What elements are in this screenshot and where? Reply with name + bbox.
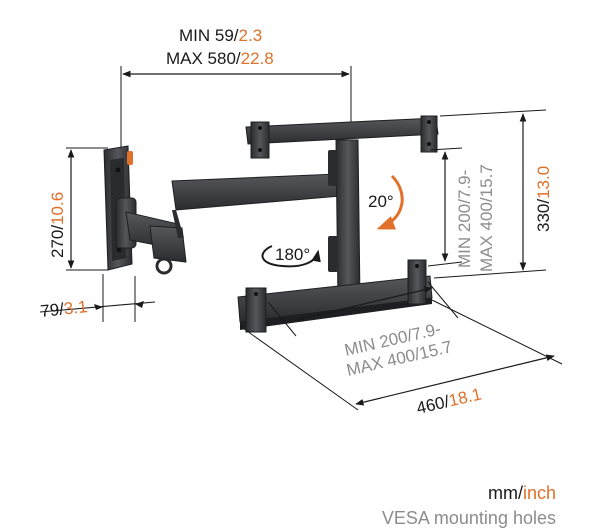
vesa-column-clip [328, 150, 338, 186]
vesa-horizontal-line [295, 286, 433, 322]
plate-height-dimension: 270/10.6 [48, 147, 108, 271]
plate-height-in: 10.6 [48, 192, 67, 225]
plate-depth-label: 79/3.1 [39, 297, 88, 321]
legend: mm/inch VESA mounting holes [382, 483, 556, 528]
vesa-vertical-ext-top [429, 147, 463, 151]
swing-arm [125, 173, 341, 275]
frame-height-mm: 330/ [534, 199, 553, 232]
vesa-hole [427, 142, 431, 146]
frame-width-ext-right [431, 299, 563, 365]
tilt-annotation: 20° [368, 174, 404, 230]
vesa-bottom-bracket-left [245, 287, 267, 333]
wall-plate-hole [116, 247, 122, 253]
vesa-vertical-line1: MIN 200/7.9- [455, 170, 474, 268]
plate-depth-in: 3.1 [63, 297, 88, 318]
vesa-horizontal-ext-right [427, 281, 459, 319]
vesa-vertical-line2-in: 15.7 [477, 164, 496, 197]
plate-depth-arrow-right [135, 301, 144, 308]
reach-min-label: MIN 59/2.3 [179, 26, 262, 45]
vesa-vertical-line2-mm: MAX 400/ [477, 197, 496, 272]
vesa-hole [258, 148, 262, 152]
vesa-frame [237, 115, 439, 333]
vesa-horizontal-ext-left [267, 301, 297, 337]
tilt-label: 20° [368, 192, 394, 211]
legend-unit-inch: inch [523, 483, 556, 503]
plate-depth-arrow-left [94, 304, 103, 310]
frame-width-ext-left [239, 325, 359, 411]
vesa-column-clip [328, 236, 338, 272]
frame-height-ext-bottom [433, 269, 547, 279]
arm-elbow [149, 225, 187, 263]
plate-height-mm: 270/ [48, 225, 67, 258]
wall-plate-hole [115, 167, 121, 173]
frame-width-mm: 460/ [415, 392, 452, 418]
vesa-center-column [335, 139, 361, 303]
frame-width-in: 18.1 [447, 384, 484, 410]
vesa-top-bracket-left [250, 121, 270, 159]
frame-height-in: 13.0 [534, 166, 553, 199]
swivel-label: 180° [275, 245, 310, 264]
vesa-hole [415, 264, 419, 268]
vesa-hole [427, 120, 431, 124]
swivel-annotation: 180° [261, 245, 321, 268]
legend-caption: VESA mounting holes [382, 508, 556, 528]
vesa-vertical-line1-in: 7.9- [455, 170, 474, 199]
reach-dimension: MIN 59/2.3 MAX 580/22.8 [120, 26, 352, 152]
reach-max-label: MAX 580/22.8 [166, 49, 274, 68]
frame-height-dimension: 330/13.0 [433, 109, 553, 279]
vesa-top-bar [245, 117, 439, 145]
frame-width-label: 460/18.1 [415, 384, 484, 417]
vesa-hole [254, 292, 258, 296]
vesa-vertical-line2: MAX 400/15.7 [477, 164, 496, 272]
arm-upper-side [172, 210, 184, 238]
frame-height-label: 330/13.0 [534, 166, 553, 232]
arm-upper [171, 173, 341, 211]
arm-elbow-knob [155, 257, 173, 275]
vesa-vertical-line1-mm: MIN 200/ [455, 199, 474, 268]
swivel-arrow-icon [261, 245, 321, 268]
reach-max-in: 22.8 [241, 49, 274, 68]
vesa-vertical-ext-bottom [427, 261, 463, 267]
plate-depth-dimension: 79/3.1 [39, 274, 156, 322]
reach-min-in: 2.3 [239, 26, 263, 45]
frame-height-ext-top [439, 109, 547, 117]
reach-min-mm: MIN 59/ [179, 26, 239, 45]
wall-plate [103, 145, 137, 271]
vesa-hole [258, 126, 262, 130]
legend-unit-mm: mm/ [488, 483, 523, 503]
plate-depth-mm: 79/ [39, 300, 65, 321]
plate-height-label: 270/10.6 [48, 192, 67, 258]
legend-units: mm/inch [488, 483, 556, 503]
reach-max-mm: MAX 580/ [166, 49, 241, 68]
orange-tab [127, 151, 133, 165]
frame-width-line [355, 354, 555, 406]
vesa-top-bracket-right [420, 115, 438, 153]
vesa-vertical-dimension: MIN 200/7.9- MAX 400/15.7 [427, 147, 496, 272]
tilt-arrow-icon [376, 174, 404, 230]
